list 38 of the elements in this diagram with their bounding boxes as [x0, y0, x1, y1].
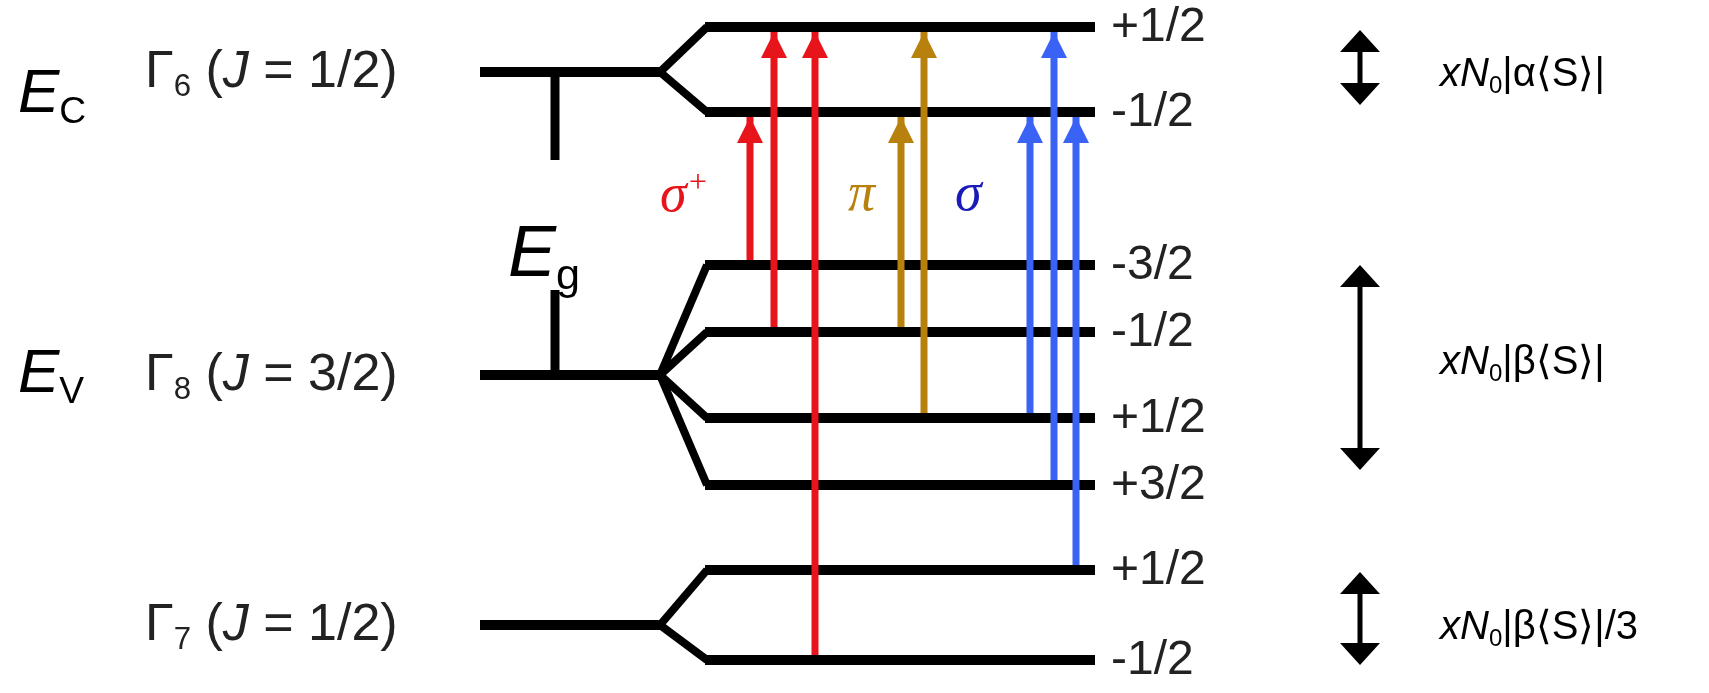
transition-arrow: [1017, 117, 1043, 413]
transition-arrow: [888, 117, 914, 327]
sublevel-label: +1/2: [1111, 392, 1206, 440]
sublevel-label: +1/2: [1111, 1, 1206, 49]
level-label: Γ$_{7}$ (J = 1/2): [145, 596, 398, 655]
energy-level-bar: [705, 327, 1095, 337]
energy-gap-label: E$_{g}$: [508, 215, 581, 297]
level-label: Γ$_{6}$ (J = 1/2): [145, 43, 398, 102]
sublevel-label: -3/2: [1111, 239, 1194, 287]
transition-arrow: [1041, 32, 1067, 480]
polarization-label: π: [848, 165, 876, 219]
sublevel-label: -1/2: [1111, 306, 1194, 354]
splitting-line: [656, 567, 711, 628]
band-label: E$_{C}$: [18, 60, 87, 130]
splitting-line: [657, 621, 710, 664]
energy-level-bar: [705, 22, 1095, 32]
transition-arrow: [737, 117, 763, 260]
energy-level-bar: [705, 480, 1095, 490]
energy-level-bar: [705, 107, 1095, 117]
energy-level-bar: [705, 565, 1095, 575]
sublevel-label: +1/2: [1111, 544, 1206, 592]
transition-arrow: [761, 32, 787, 327]
energy-level-bar: [705, 260, 1095, 270]
sublevel-label: -1/2: [1111, 86, 1194, 134]
band-label: E$_{V}$: [18, 340, 85, 410]
sublevel-label: -1/2: [1111, 634, 1194, 682]
exchange-splitting-label: xN$_{0}$|α⟨S⟩|: [1440, 52, 1605, 98]
transition-arrow: [802, 32, 828, 655]
energy-level-bar: [705, 655, 1095, 665]
level-label: Γ$_{8}$ (J = 3/2): [145, 346, 398, 405]
energy-level-bar: [705, 413, 1095, 423]
exchange-splitting-label: xN$_{0}$|β⟨S⟩|/3: [1440, 605, 1639, 651]
polarization-label: σ: [955, 165, 982, 219]
transition-arrow: [911, 32, 937, 413]
sublevel-label: +3/2: [1111, 459, 1206, 507]
exchange-splitting-label: xN$_{0}$|β⟨S⟩|: [1440, 340, 1605, 386]
polarization-label: σ$^{+}$: [660, 165, 709, 221]
transition-arrow: [1063, 117, 1089, 565]
